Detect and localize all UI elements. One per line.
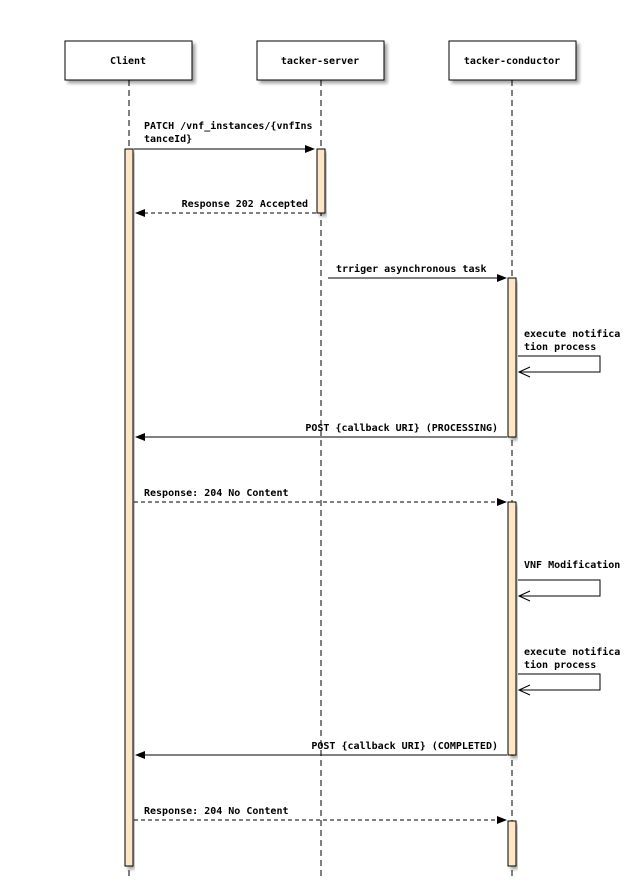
message-post-processing: POST {callback URI} (PROCESSING): [135, 423, 507, 441]
message-response-204-2-label: Response: 204 No Content: [144, 806, 289, 817]
message-trigger: trriger asynchronous task: [328, 263, 507, 282]
message-post-completed: POST {callback URI} (COMPLETED): [135, 741, 507, 759]
message-execute-notification-2-line: [518, 673, 601, 691]
activation-conductor-1: [507, 277, 517, 438]
message-vnf-modification-label: VNF Modification: [524, 559, 620, 571]
message-response-202-label: Response 202 Accepted: [182, 199, 308, 210]
message-execute-notification-1-line: [518, 355, 601, 373]
message-execute-notification-2: execute notifica tion process: [517, 646, 620, 696]
messages: PATCH /vnf_instances/{vnfIns tanceId} Re…: [134, 120, 620, 824]
message-post-processing-arrowhead: [135, 433, 145, 441]
message-response-204-2: Response: 204 No Content: [134, 806, 507, 824]
participant-conductor-box: [448, 40, 577, 81]
activation-conductor-3: [507, 820, 517, 867]
message-execute-notification-1-arrowhead: [517, 366, 531, 378]
participant-client: Client: [64, 40, 193, 81]
activation-conductor-2: [507, 501, 517, 756]
activation-client: [124, 148, 134, 867]
participant-server: tacker-server: [256, 40, 385, 81]
message-vnf-modification: VNF Modification: [517, 559, 620, 602]
message-execute-notification-2-label-2: tion process: [524, 659, 596, 671]
message-execute-notification-1: execute notifica tion process: [517, 328, 620, 378]
message-patch-label-2: tanceId}: [144, 134, 192, 145]
message-execute-notification-2-label-1: execute notifica: [524, 646, 620, 658]
message-response-204-2-arrowhead: [497, 816, 507, 824]
participants: Client tacker-server tacker-conductor: [64, 40, 577, 81]
message-execute-notification-1-label-2: tion process: [524, 341, 596, 353]
message-execute-notification-1-label-1: execute notifica: [524, 328, 620, 340]
participant-client-box: [64, 40, 193, 81]
message-response-204-1: Response: 204 No Content: [134, 488, 507, 506]
message-post-completed-label: POST {callback URI} (COMPLETED): [311, 741, 498, 752]
message-response-204-1-arrowhead: [497, 498, 507, 506]
message-response-202: Response 202 Accepted: [135, 199, 316, 217]
message-patch-arrowhead: [305, 145, 315, 153]
activation-server: [316, 148, 326, 214]
message-post-processing-label: POST {callback URI} (PROCESSING): [305, 423, 498, 434]
message-response-204-1-label: Response: 204 No Content: [144, 488, 289, 499]
message-response-202-arrowhead: [135, 209, 145, 217]
participant-client-label: Client: [110, 55, 146, 67]
message-vnf-modification-line: [518, 579, 601, 597]
participant-server-label: tacker-server: [281, 56, 359, 67]
message-patch-label-1: PATCH /vnf_instances/{vnfIns: [144, 120, 313, 132]
message-trigger-arrowhead: [497, 274, 507, 282]
participant-conductor-label: tacker-conductor: [464, 56, 560, 67]
participant-server-box: [256, 40, 385, 81]
message-execute-notification-2-arrowhead: [517, 684, 531, 696]
message-vnf-modification-arrowhead: [517, 590, 531, 602]
activations: [124, 148, 517, 867]
message-trigger-label: trriger asynchronous task: [336, 263, 487, 275]
participant-conductor: tacker-conductor: [448, 40, 577, 81]
message-post-completed-arrowhead: [135, 751, 145, 759]
message-patch: PATCH /vnf_instances/{vnfIns tanceId}: [134, 120, 315, 153]
